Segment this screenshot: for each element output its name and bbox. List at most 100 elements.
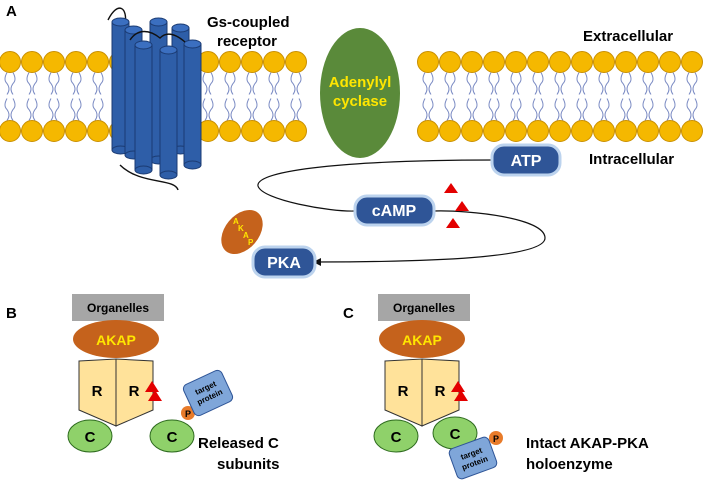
cyclase-label-line2: cyclase — [333, 93, 387, 110]
lipid-tail — [604, 98, 610, 121]
lipid-tail — [4, 72, 10, 95]
receptor-helix-top — [171, 23, 190, 33]
lipid-tail — [494, 72, 500, 95]
lipid-head — [637, 120, 659, 142]
panel-b-letter: B — [6, 305, 17, 322]
receptor-helix-top — [111, 17, 130, 27]
lipid-head — [21, 51, 43, 73]
lipid-head — [483, 51, 505, 73]
lipid-tail — [466, 72, 472, 95]
organelles-label: Organelles — [393, 301, 455, 315]
akap-ellipse — [221, 209, 263, 255]
lipid-tail — [466, 98, 472, 121]
lipid-tail — [4, 98, 10, 121]
lipid-tail — [202, 72, 208, 95]
camp-triangle — [451, 381, 465, 392]
lipid-tail — [76, 98, 82, 121]
receptor-helix-top — [134, 40, 153, 50]
adenylyl-cyclase — [320, 28, 400, 158]
c-label: C — [391, 429, 402, 446]
receptor-helix-bottom — [183, 160, 202, 170]
lipid-tail — [290, 72, 296, 95]
lipid-head — [571, 51, 593, 73]
lipid-tail — [686, 98, 692, 121]
lipid-head — [43, 51, 65, 73]
lipid-tail — [488, 72, 494, 95]
receptor-helix — [159, 49, 178, 176]
lipid-head — [483, 120, 505, 142]
receptor-helix — [134, 44, 153, 171]
released-catalytic-subunit — [149, 419, 195, 453]
r-label: R — [435, 383, 446, 400]
lipid-head — [615, 120, 637, 142]
lipid-tail — [444, 98, 450, 121]
lipid-tail — [554, 72, 560, 95]
caption-line1: Released C — [198, 435, 279, 452]
akap-letter: P — [248, 238, 254, 247]
lipid-tail — [510, 72, 516, 95]
lipid-tail — [268, 72, 274, 95]
receptor-helix-bottom — [159, 170, 178, 180]
lipid-tail — [208, 72, 214, 95]
lipid-tail — [692, 72, 698, 95]
lipid-tail — [48, 72, 54, 95]
lipid-head — [593, 51, 615, 73]
lipid-tail — [230, 98, 236, 121]
pka-label: PKA — [267, 255, 301, 272]
lipid-head — [21, 120, 43, 142]
lipid-tail — [26, 98, 32, 121]
lipid-tail — [444, 72, 450, 95]
lipid-tail — [54, 98, 60, 121]
akap-ellipse — [73, 320, 159, 358]
camp-label: cAMP — [372, 203, 417, 220]
akap-label: AKAP — [96, 332, 136, 348]
lipid-tail — [664, 98, 670, 121]
receptor-helix-top — [149, 17, 168, 27]
lipid-tail — [582, 98, 588, 121]
lipid-tail — [76, 72, 82, 95]
receptor-helix-top — [124, 25, 143, 35]
lipid-tail — [642, 72, 648, 95]
lipid-head — [65, 51, 87, 73]
akap-letter: A — [233, 217, 239, 226]
lipid-tail — [70, 72, 76, 95]
lipid-tail — [10, 72, 16, 95]
lipid-tail — [252, 72, 258, 95]
lipid-tail — [620, 72, 626, 95]
camp-triangle — [444, 183, 458, 193]
lipid-tail — [224, 72, 230, 95]
lipid-head — [439, 51, 461, 73]
lipid-tail — [422, 72, 428, 95]
lipid-tail — [560, 98, 566, 121]
lipid-head — [87, 51, 109, 73]
lipid-tail — [422, 98, 428, 121]
lipid-tail — [642, 98, 648, 121]
lipid-tail — [604, 72, 610, 95]
lipid-tail — [98, 72, 104, 95]
lipid-head — [461, 120, 483, 142]
caption-line1: Intact AKAP-PKA — [526, 435, 649, 452]
lipid-head — [681, 120, 703, 142]
lipid-head — [0, 120, 21, 142]
lipid-head — [615, 51, 637, 73]
receptor-helix-top — [183, 39, 202, 49]
lipid-head — [659, 51, 681, 73]
lipid-head — [285, 120, 307, 142]
caption-line2: subunits — [217, 456, 280, 473]
lipid-head — [417, 120, 439, 142]
akap-letter: K — [238, 224, 244, 233]
lipid-tail — [670, 72, 676, 95]
lipid-tail — [428, 98, 434, 121]
phosphate-circle — [489, 431, 503, 445]
target-protein — [448, 436, 498, 480]
atp-label: ATP — [511, 153, 542, 170]
catalytic-subunit — [373, 419, 419, 453]
akap-ellipse — [379, 320, 465, 358]
camp-triangle — [455, 201, 469, 211]
lipid-head — [241, 120, 263, 142]
lipid-head — [417, 51, 439, 73]
pka-pill — [251, 245, 317, 279]
lipid-tail — [274, 98, 280, 121]
lipid-head — [439, 120, 461, 142]
